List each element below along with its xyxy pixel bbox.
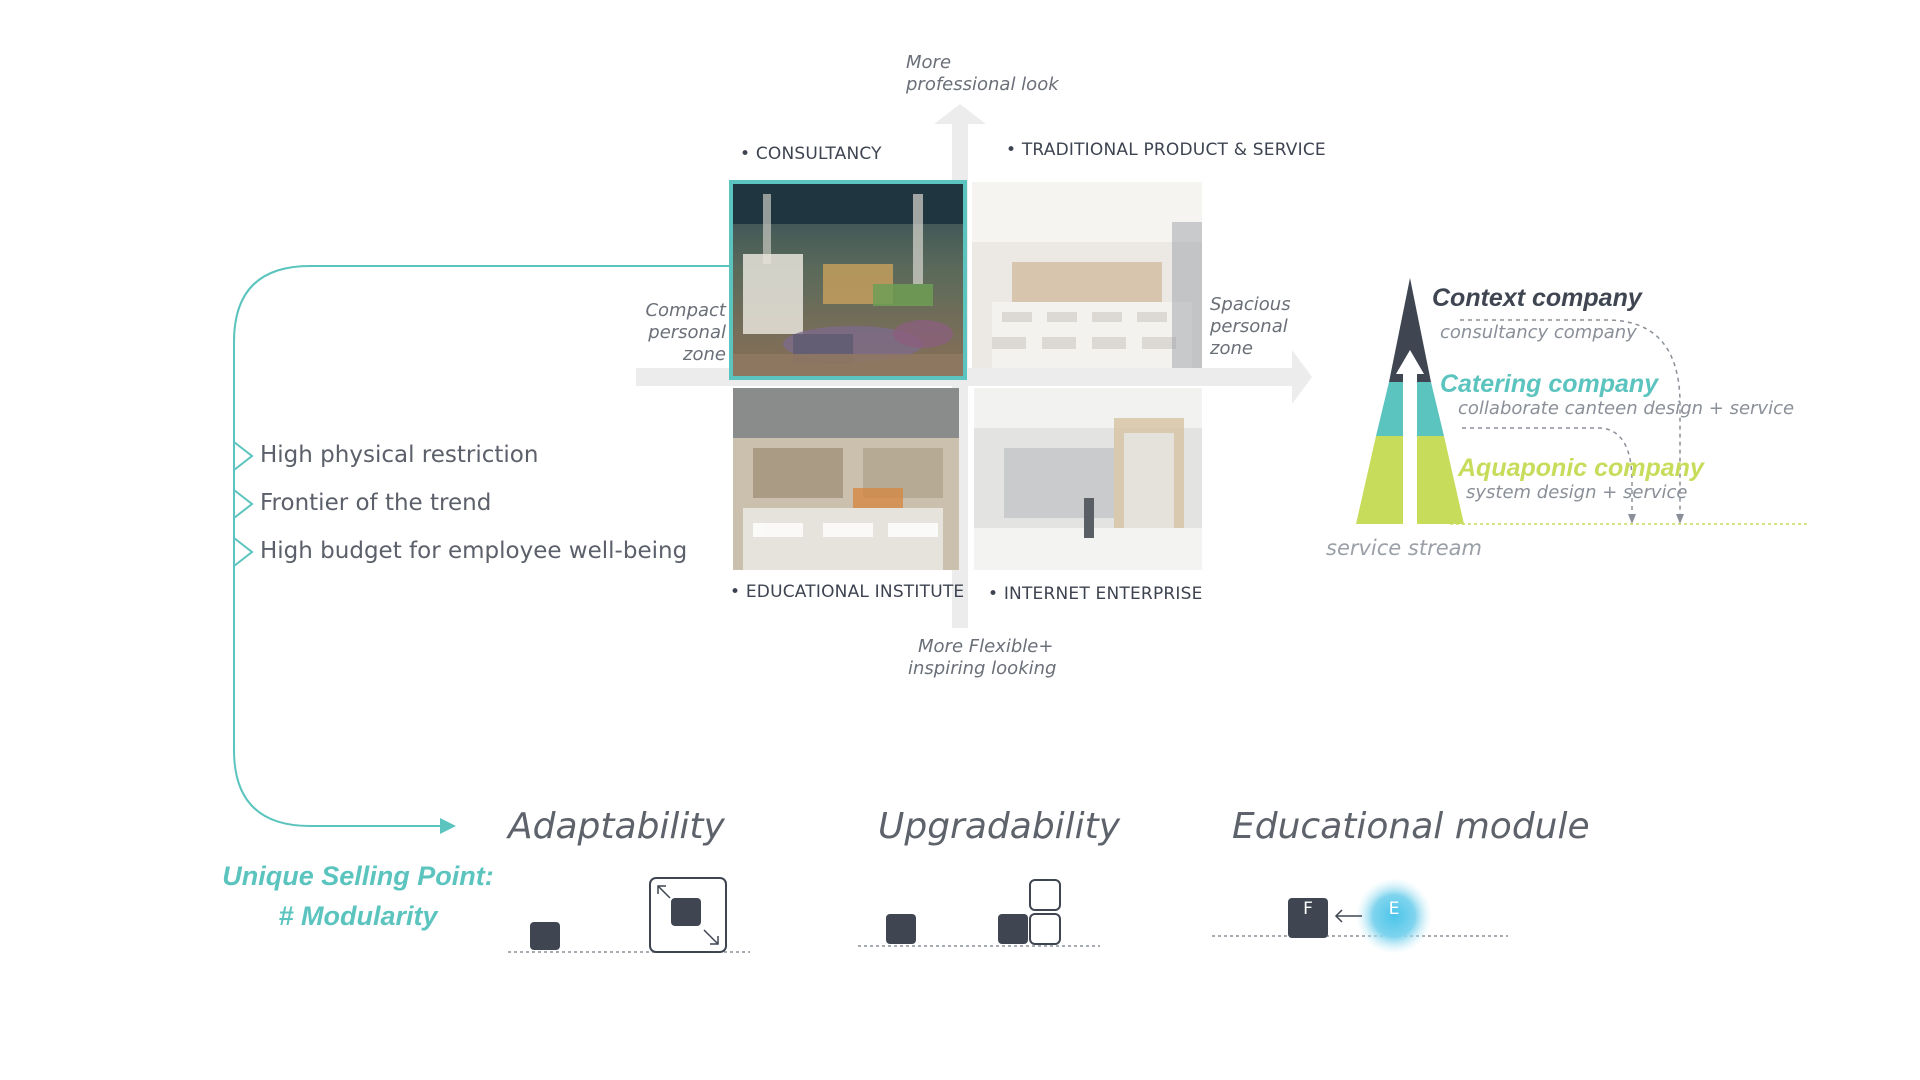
axis-label-bottom: More Flexible+inspiring looking <box>908 636 1057 679</box>
consultancy-interior-image <box>733 184 963 376</box>
pyramid-subtitle-aquaponic: system design + service <box>1466 482 1688 503</box>
horizontal-axis-arrowhead <box>1292 350 1312 404</box>
photo-traditional <box>972 182 1202 368</box>
f-module-block <box>1288 898 1328 938</box>
e-module-label: E <box>1388 899 1400 919</box>
pyramid-title-aquaponic: Aquaponic company <box>1458 454 1704 482</box>
pyramid-subtitle-context: consultancy company <box>1440 322 1637 343</box>
educational-module-icon <box>1212 878 1508 954</box>
vertical-axis-arrowhead <box>934 104 986 124</box>
f-module-label: F <box>1303 899 1313 919</box>
e-module-glow <box>1356 878 1432 954</box>
module-title-adaptability: Adaptability <box>508 806 725 847</box>
chevron-icon <box>233 441 254 471</box>
usp-line1: Unique Selling Point: <box>222 861 494 891</box>
feature-item: High budget for employee well-being <box>260 538 688 564</box>
teal-connector-path <box>233 265 730 827</box>
flow-line-inner <box>1462 427 1633 522</box>
small-module-icon <box>886 914 916 944</box>
teal-connector-arrowhead <box>440 818 456 834</box>
canteen-interior-image <box>972 182 1202 368</box>
module-title-educational: Educational module <box>1232 806 1590 847</box>
usp-block: Unique Selling Point: # Modularity <box>218 856 498 936</box>
campus-cafe-image <box>733 388 959 570</box>
photo-educational <box>733 388 959 570</box>
quadrant-label-traditional: • TRADITIONAL PRODUCT & SERVICE <box>1006 140 1326 160</box>
upward-arrow <box>1403 368 1417 524</box>
chevron-icon <box>233 537 254 567</box>
expand-frame-icon <box>649 877 727 953</box>
usp-line2: # Modularity <box>278 901 438 931</box>
upgradability-icon <box>858 879 1100 947</box>
quadrant-label-internet: • INTERNET ENTERPRISE <box>988 584 1203 604</box>
small-module-icon <box>530 922 560 950</box>
chevron-icon <box>233 489 254 519</box>
service-stream-label: service stream <box>1326 536 1482 560</box>
module-title-upgradability: Upgradability <box>878 806 1121 847</box>
adaptability-icon <box>508 877 750 953</box>
photo-consultancy <box>729 180 967 380</box>
office-canteen-image <box>974 388 1202 570</box>
photo-internet <box>974 388 1202 570</box>
pyramid-title-context: Context company <box>1432 284 1642 312</box>
pyramid-level-top <box>1389 278 1431 382</box>
quadrant-label-consultancy: • CONSULTANCY <box>740 144 882 164</box>
stacked-module-icon <box>998 914 1028 944</box>
feature-item: Frontier of the trend <box>260 490 492 516</box>
feature-chevrons <box>233 441 254 567</box>
quadrant-label-educational: • EDUCATIONAL INSTITUTE <box>730 582 965 602</box>
pyramid-title-catering: Catering company <box>1440 370 1659 398</box>
pyramid-subtitle-catering: collaborate canteen design + service <box>1458 398 1795 419</box>
pyramid-diagram <box>1356 278 1810 525</box>
feature-item: High physical restriction <box>260 442 539 468</box>
